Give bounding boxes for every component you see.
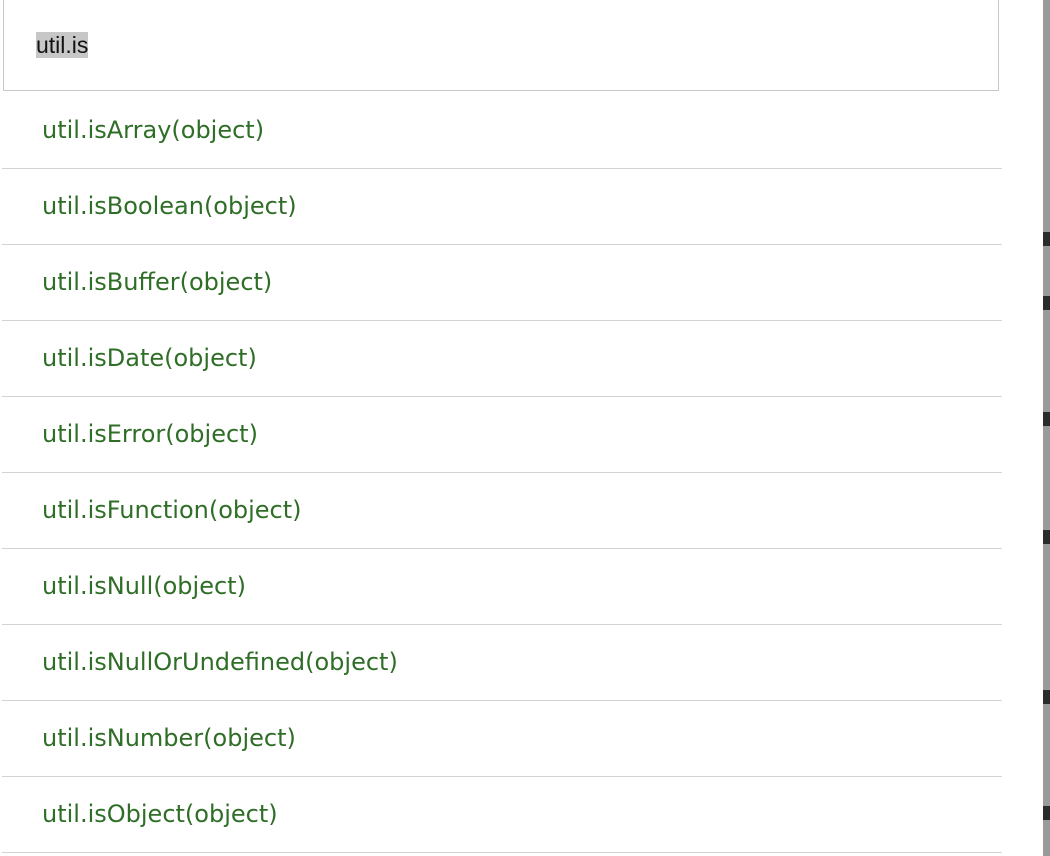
background-glyph-fragment <box>1043 806 1050 820</box>
suggestion-item[interactable]: util.isError(object) <box>2 397 1002 473</box>
suggestion-label: util.isBuffer(object) <box>42 268 273 296</box>
suggestion-item[interactable]: util.isArray(object) <box>2 93 1002 169</box>
suggestion-label: util.isDate(object) <box>42 344 257 372</box>
background-glyph-fragment <box>1043 690 1050 704</box>
search-input-highlight: util.is <box>36 32 89 58</box>
suggestion-item[interactable]: util.isBoolean(object) <box>2 169 1002 245</box>
background-glyph-fragment <box>1043 232 1050 246</box>
suggestion-item[interactable]: util.isDate(object) <box>2 321 1002 397</box>
suggestion-item[interactable]: util.isNull(object) <box>2 549 1002 625</box>
suggestion-item[interactable]: util.isBuffer(object) <box>2 245 1002 321</box>
suggestion-label: util.isArray(object) <box>42 116 265 144</box>
background-glyph-fragment <box>1043 296 1050 310</box>
suggestion-label: util.isError(object) <box>42 420 258 448</box>
suggestion-label: util.isNull(object) <box>42 572 246 600</box>
search-input[interactable]: util.is <box>3 0 999 91</box>
suggestion-label: util.isNullOrUndefined(object) <box>42 648 398 676</box>
suggestion-item[interactable]: util.isNumber(object) <box>2 701 1002 777</box>
suggestion-item[interactable]: util.isNullOrUndefined(object) <box>2 625 1002 701</box>
suggestion-label: util.isNumber(object) <box>42 724 296 752</box>
suggestion-label: util.isBoolean(object) <box>42 192 297 220</box>
background-glyph-fragment <box>1043 530 1050 544</box>
suggestion-label: util.isFunction(object) <box>42 496 302 524</box>
suggestion-item[interactable]: util.isObject(object) <box>2 777 1002 853</box>
suggestion-list: util.isArray(object) util.isBoolean(obje… <box>2 93 1002 853</box>
background-glyph-fragment <box>1043 412 1050 426</box>
background-page-strip <box>1043 0 1050 856</box>
search-input-value: util.is <box>36 31 89 59</box>
suggestion-item[interactable]: util.isFunction(object) <box>2 473 1002 549</box>
suggestion-label: util.isObject(object) <box>42 800 278 828</box>
